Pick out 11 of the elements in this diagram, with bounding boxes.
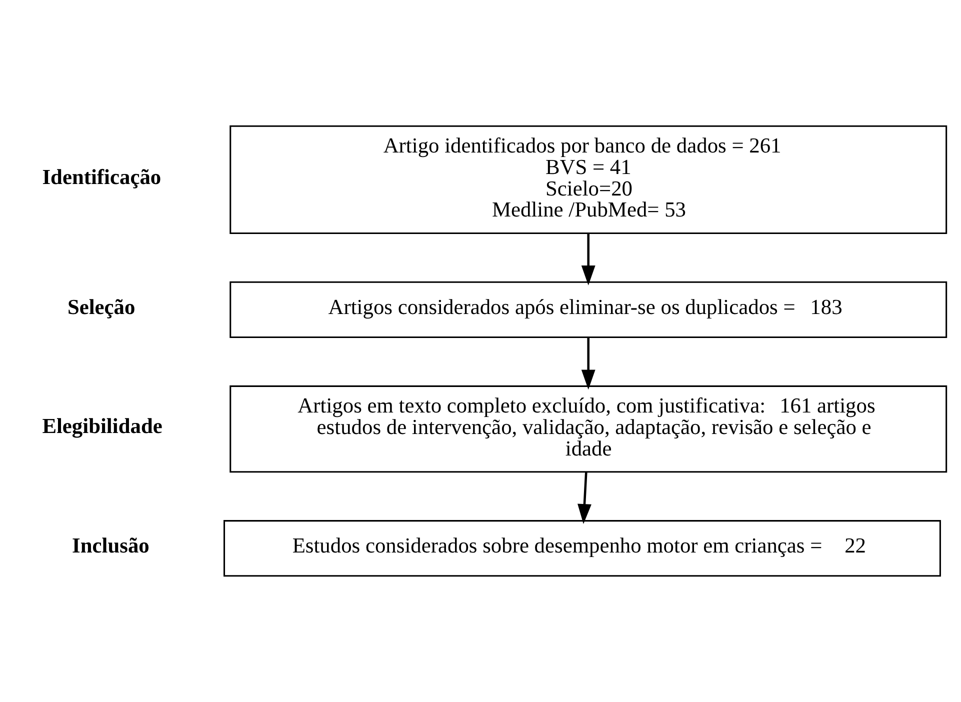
node-box: Estudos considerados sobre desempenho motor em crianças = 22 <box>224 520 941 577</box>
label: Identificação <box>42 164 162 189</box>
arrow <box>578 472 592 524</box>
label: Inclusão <box>72 533 150 558</box>
node-box: Artigos considerados após eliminar-se os duplicados = 183 <box>230 281 948 338</box>
node-box: Artigo identificados por banco de dados = 261 BVS = 41 Scielo=20 Medline /PubMed= 53 <box>230 125 948 234</box>
arrow <box>581 234 596 286</box>
arrow <box>581 338 596 390</box>
node-box: Artigos em texto completo excluído, com justificativa: 161 artigos estudos de intervenção, validação, adaptação, revisão e seleção e idade <box>230 385 948 473</box>
label: Seleção <box>67 294 136 319</box>
label: Elegibilidade <box>42 414 162 438</box>
